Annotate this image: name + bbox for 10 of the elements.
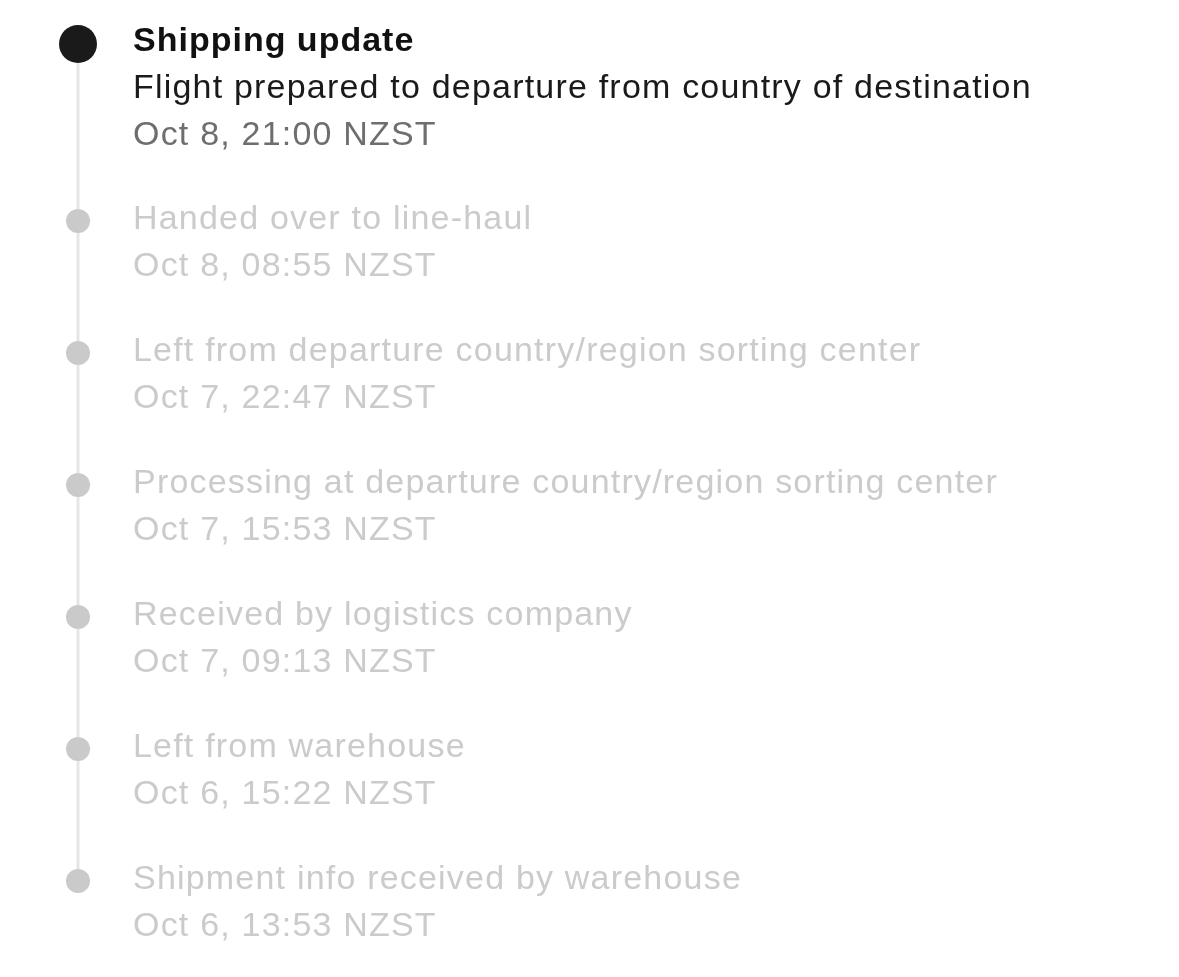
timeline-dot bbox=[66, 209, 90, 233]
timeline-dot bbox=[66, 605, 90, 629]
event-heading: Shipping update bbox=[133, 19, 415, 60]
timeline-dot bbox=[66, 341, 90, 365]
timeline-dot bbox=[66, 473, 90, 497]
timeline-dot bbox=[66, 869, 90, 893]
event-status: Flight prepared to departure from country of destination bbox=[133, 66, 1032, 107]
event-time: Oct 8, 21:00 NZST bbox=[133, 113, 437, 154]
timeline-dot bbox=[59, 25, 97, 63]
timeline-dot bbox=[66, 737, 90, 761]
